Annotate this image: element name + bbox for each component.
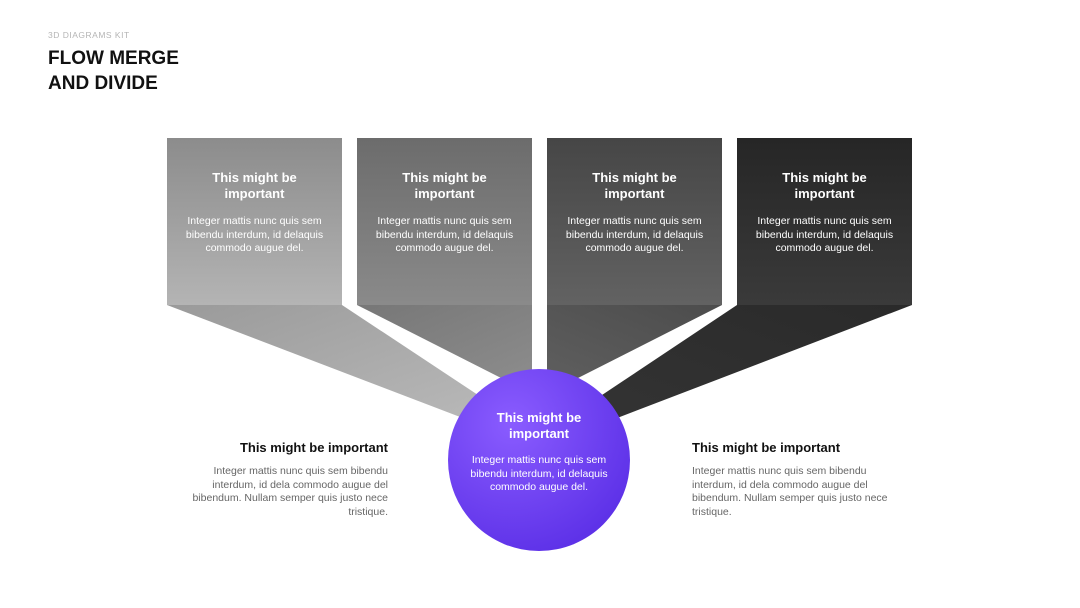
box-2-body: Integer mattis nunc quis sem bibendu int… [375, 215, 514, 254]
title-line-1: FLOW MERGE [48, 48, 179, 69]
box-4-content: This might be important Integer mattis n… [737, 138, 912, 304]
box-4-title: This might be important [782, 170, 867, 201]
box-2 [357, 138, 532, 305]
box-1-content: This might be important Integer mattis n… [167, 138, 342, 304]
circle-body: Integer mattis nunc quis sem bibendu int… [470, 454, 608, 493]
flow-ribbon-1 [167, 305, 478, 420]
box-3 [547, 138, 722, 305]
circle-title: This might be important [496, 410, 582, 441]
box-1-body: Integer mattis nunc quis sem bibendu int… [185, 215, 324, 254]
box-1 [167, 138, 342, 305]
box-1-title: This might be important [212, 170, 297, 201]
flow-ribbon-3 [547, 305, 722, 378]
box-2-title: This might be important [402, 170, 487, 201]
box-3-body: Integer mattis nunc quis sem bibendu int… [565, 215, 704, 254]
right-note-title: This might be important [692, 440, 841, 455]
box-2-content: This might be important Integer mattis n… [357, 138, 532, 304]
left-note-body: Integer mattis nunc quis sem bibendu int… [192, 465, 388, 518]
right-note: This might be important Integer mattis n… [692, 440, 904, 519]
box-3-title: This might be important [592, 170, 677, 201]
box-4 [737, 138, 912, 305]
kit-label: 3D DIAGRAMS KIT [48, 30, 130, 40]
page-title: FLOW MERGE AND DIVIDE [48, 46, 179, 96]
right-note-body: Integer mattis nunc quis sem bibendu int… [692, 465, 888, 518]
circle-content: This might be important Integer mattis n… [456, 372, 622, 544]
box-3-content: This might be important Integer mattis n… [547, 138, 722, 304]
left-note-title: This might be important [239, 440, 388, 455]
title-line-2: AND DIVIDE [48, 73, 158, 94]
left-note: This might be important Integer mattis n… [176, 440, 388, 519]
flow-ribbon-2 [357, 305, 532, 380]
flow-ribbon-4 [602, 305, 912, 420]
center-circle [448, 369, 630, 551]
box-4-body: Integer mattis nunc quis sem bibendu int… [755, 215, 894, 254]
